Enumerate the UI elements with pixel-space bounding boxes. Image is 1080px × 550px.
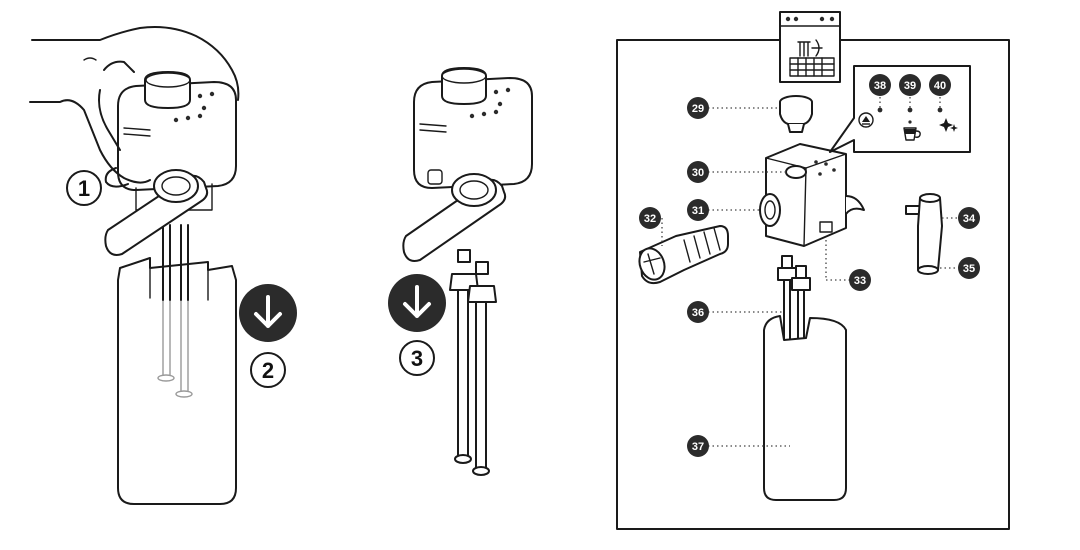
callout-34: 34	[958, 207, 980, 229]
suction-tubes	[449, 249, 497, 476]
hand	[29, 26, 240, 188]
eject-icon	[858, 112, 874, 128]
parts-panel: 29 30 31 32 33 34 35 36	[616, 11, 1010, 530]
step-1-badge: 1	[66, 170, 102, 206]
callout-35-label: 35	[963, 263, 975, 275]
callout-37-label: 37	[692, 441, 704, 453]
panel-step-3: 3	[388, 67, 533, 476]
part-head-block	[759, 143, 865, 247]
step-3-label: 3	[411, 346, 423, 371]
part-button-cap	[779, 95, 813, 133]
callout-30: 30	[687, 161, 709, 183]
arrow-down-circle-icon	[388, 274, 446, 332]
callout-31: 31	[687, 199, 709, 221]
frother-head	[117, 71, 237, 211]
step-2-badge: 2	[250, 352, 286, 388]
callout-30-label: 30	[692, 167, 704, 179]
coffee-cup-icon	[903, 120, 921, 141]
callout-39: 39	[899, 74, 921, 96]
dishwasher-rack-icon	[779, 11, 841, 83]
part-spout	[905, 193, 943, 275]
step-3-badge: 3	[399, 340, 435, 376]
callout-38: 38	[869, 74, 891, 96]
callout-35: 35	[958, 257, 980, 279]
callout-39-label: 39	[904, 80, 916, 92]
panel-step-1-2: 1 2	[29, 26, 297, 505]
milk-jug	[117, 257, 237, 505]
callout-31-label: 31	[692, 205, 704, 217]
part-jug	[763, 315, 847, 501]
callout-29: 29	[687, 97, 709, 119]
callout-32-label: 32	[644, 213, 656, 225]
callout-38-label: 38	[874, 80, 886, 92]
callout-32: 32	[639, 207, 661, 229]
callout-33-label: 33	[854, 275, 866, 287]
frother-head	[413, 67, 533, 189]
part-valve	[638, 225, 729, 285]
steam-wand	[402, 173, 507, 262]
sparkle-icon	[939, 118, 958, 132]
callout-29-label: 29	[692, 103, 704, 115]
callout-36-label: 36	[692, 307, 704, 319]
callout-40-label: 40	[934, 80, 946, 92]
steam-wand	[104, 169, 209, 256]
callout-36: 36	[687, 301, 709, 323]
callout-37: 37	[687, 435, 709, 457]
step-1-label: 1	[78, 176, 90, 201]
step-2-label: 2	[262, 358, 274, 383]
callout-40: 40	[929, 74, 951, 96]
arrow-down-circle-icon	[239, 284, 297, 342]
callout-33: 33	[849, 269, 871, 291]
callout-34-label: 34	[963, 213, 976, 225]
